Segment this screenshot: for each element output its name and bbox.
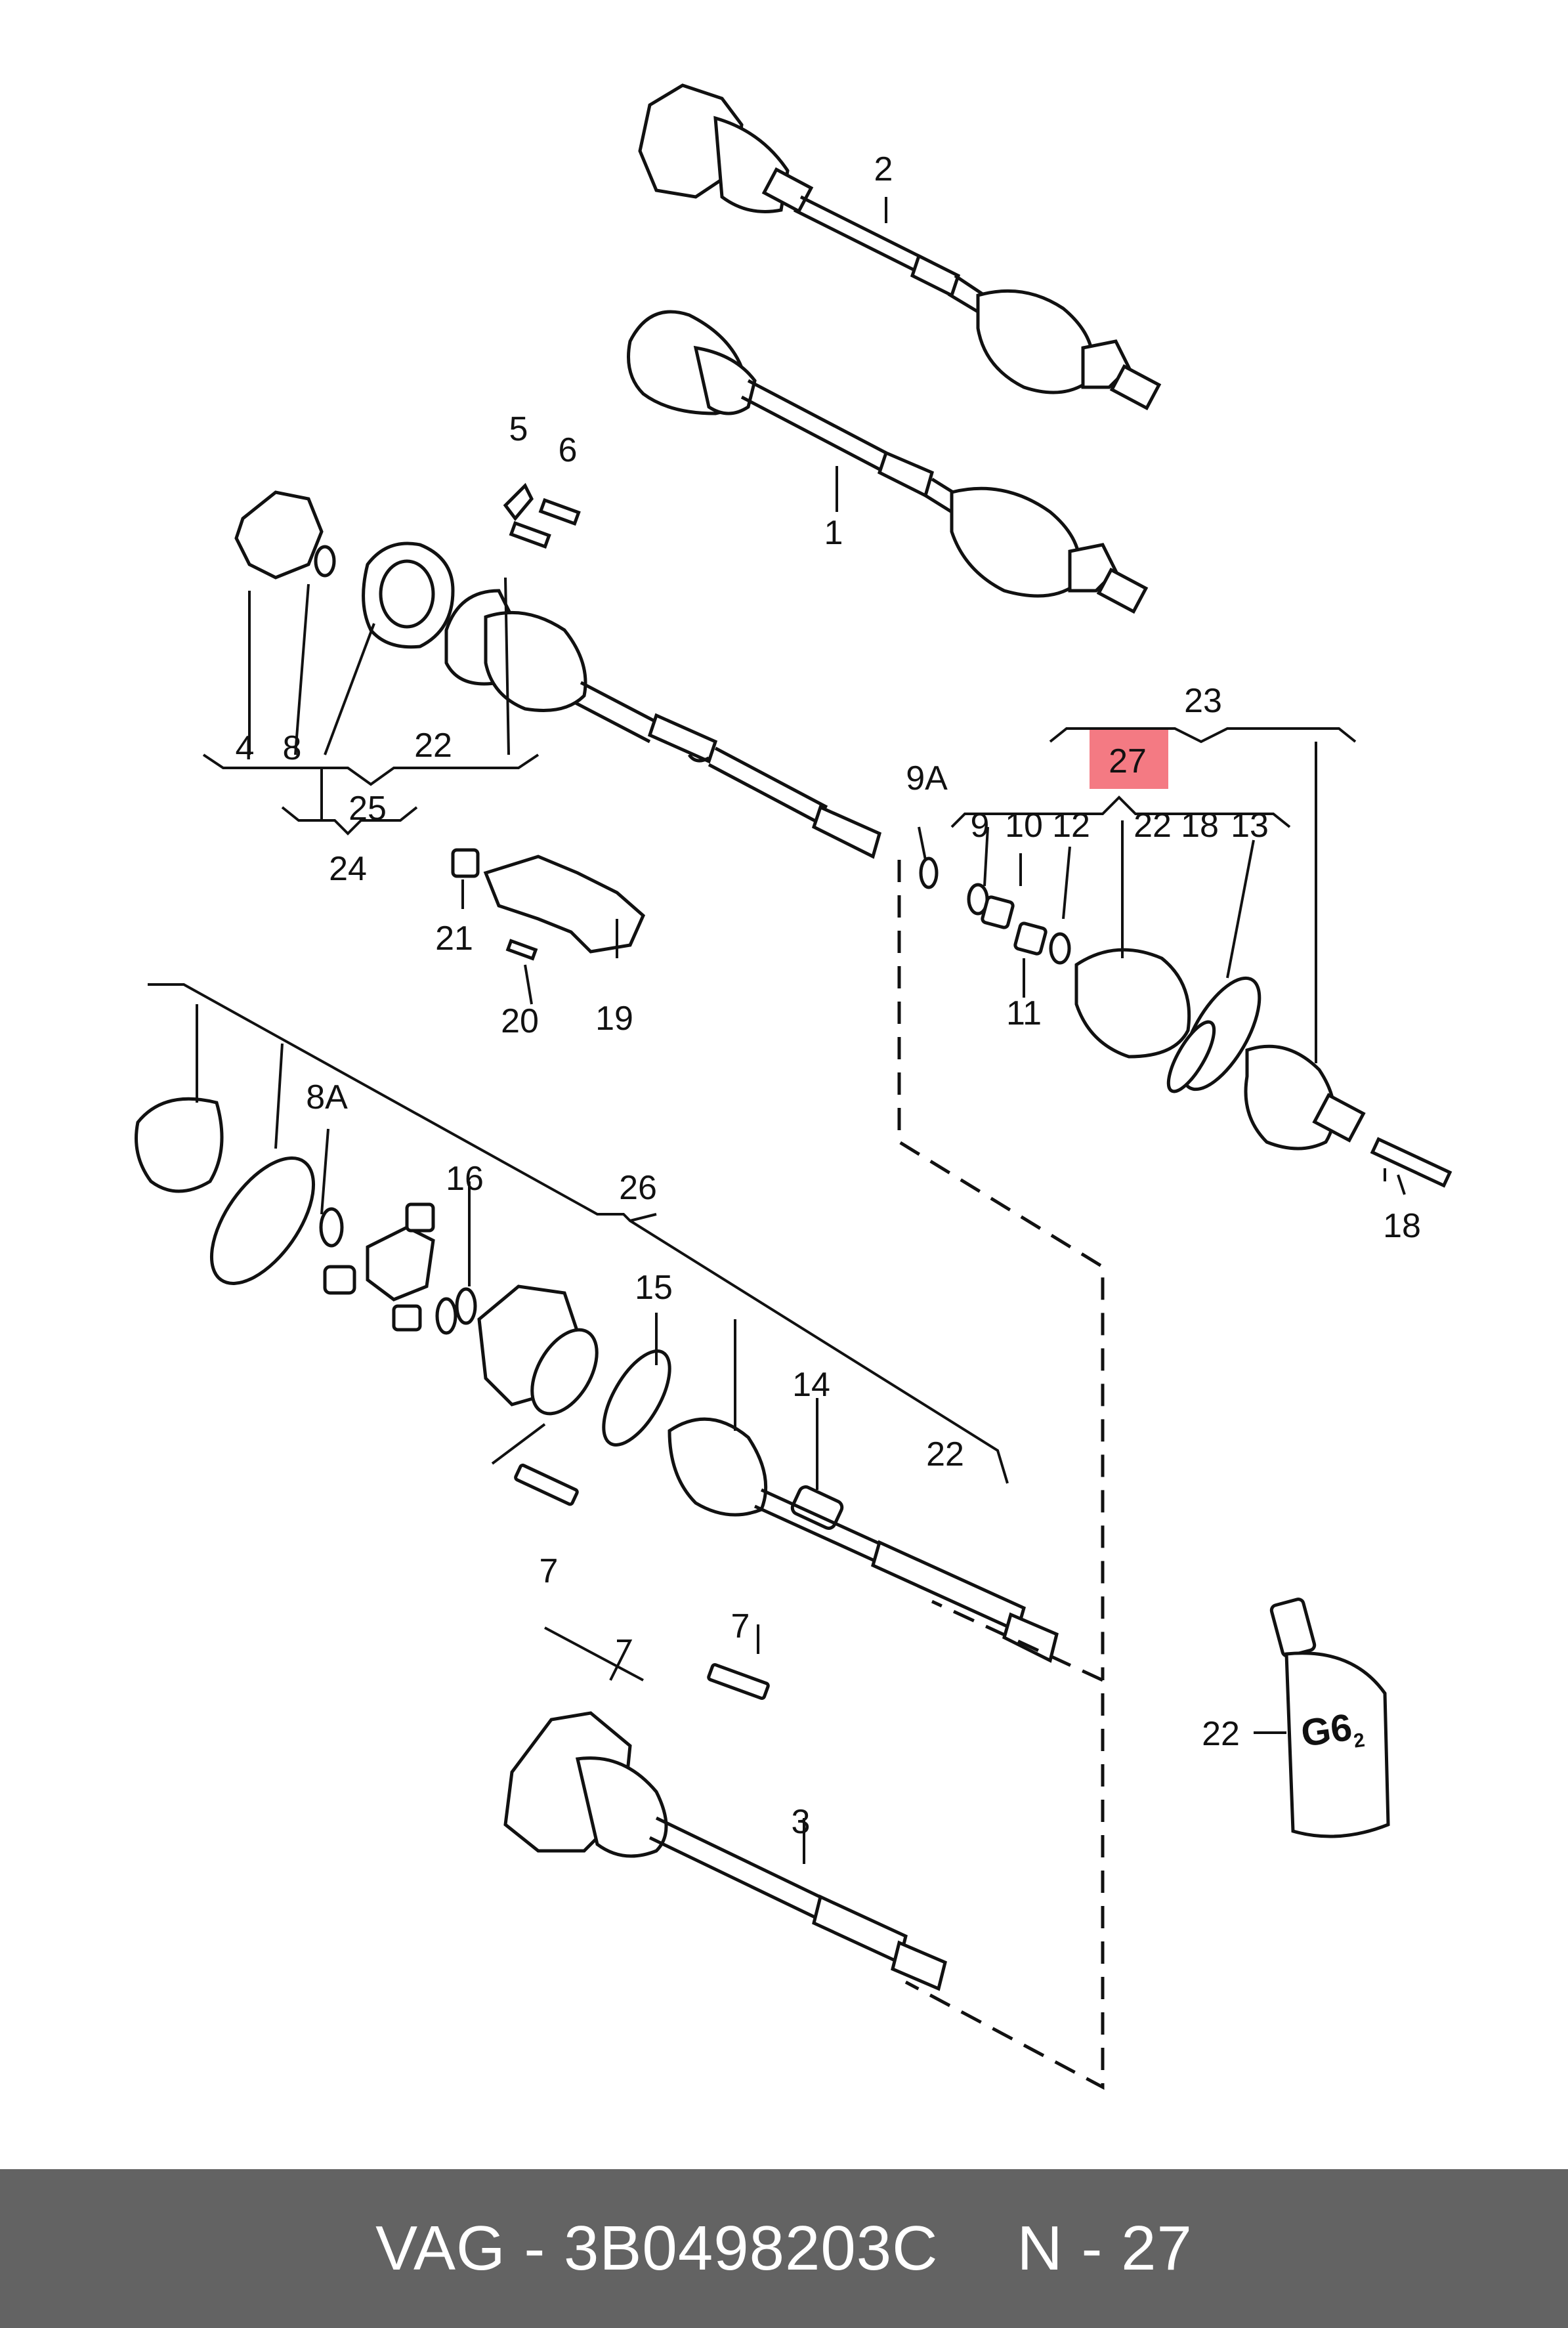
part-number-text: VAG - 3B0498203C xyxy=(375,2213,939,2283)
callout-8a: 8A xyxy=(306,1078,348,1116)
callout-7-lower: 7 xyxy=(731,1607,750,1645)
leader-lines xyxy=(148,197,1406,1864)
callout-20: 20 xyxy=(501,1002,539,1040)
callout-8: 8 xyxy=(282,729,302,767)
callout-2: 2 xyxy=(874,150,893,188)
callout-10: 10 xyxy=(1005,807,1043,845)
callout-22-upper: 22 xyxy=(414,727,452,765)
callout-22-lower: 22 xyxy=(926,1435,964,1473)
upper-left-assembly xyxy=(234,490,882,859)
callout-11: 11 xyxy=(1006,994,1042,1032)
callout-24: 24 xyxy=(329,850,367,888)
ring-9a xyxy=(919,857,939,889)
grease-tube xyxy=(1269,1598,1390,1838)
callout-3: 3 xyxy=(791,1803,811,1841)
callout-15: 15 xyxy=(635,1269,673,1307)
callout-5: 5 xyxy=(509,410,528,448)
callout-19: 19 xyxy=(595,1000,633,1038)
callout-18: 18 xyxy=(1383,1207,1421,1245)
callout-14: 14 xyxy=(792,1366,830,1404)
callout-6: 6 xyxy=(558,431,578,469)
callout-9a: 9A xyxy=(906,759,948,797)
callout-18-kit: 18 xyxy=(1181,807,1219,845)
footer-bar: VAG - 3B0498203C N - 27 xyxy=(0,2169,1568,2328)
exploded-parts-diagram: 2 1 5 6 4 8 22 25 24 9A 23 27 9 10 12 22… xyxy=(135,83,1452,2090)
callout-23: 23 xyxy=(1184,682,1222,720)
callout-9: 9 xyxy=(970,807,990,845)
cv-joint-kit xyxy=(967,883,1452,1188)
drive-shaft-3 xyxy=(503,1662,947,1991)
bolts-5-6 xyxy=(503,482,581,549)
callout-1: 1 xyxy=(824,514,843,552)
callout-25: 25 xyxy=(349,790,387,828)
dashed-guides xyxy=(897,860,1105,2090)
drive-shaft-2 xyxy=(638,83,1162,411)
callout-21: 21 xyxy=(435,920,473,958)
callout-12: 12 xyxy=(1052,807,1090,845)
grease-tube-label: G62 xyxy=(1298,1705,1367,1755)
callout-7: 7 xyxy=(539,1552,559,1590)
callout-22-tube: 22 xyxy=(1202,1715,1240,1753)
highlight-box-27 xyxy=(1090,729,1168,789)
callout-27: 27 xyxy=(1109,742,1147,780)
callout-26: 26 xyxy=(619,1169,657,1207)
callout-16: 16 xyxy=(446,1160,484,1198)
callout-13: 13 xyxy=(1231,807,1269,845)
lower-assembly xyxy=(135,1097,1059,1663)
drive-shaft-1 xyxy=(627,310,1149,614)
bracket-19-20-21 xyxy=(451,848,646,961)
callout-22-kit: 22 xyxy=(1134,807,1172,845)
callout-4: 4 xyxy=(235,729,255,767)
parts-drawing xyxy=(135,83,1452,2090)
reference-text: N - 27 xyxy=(1017,2213,1193,2283)
